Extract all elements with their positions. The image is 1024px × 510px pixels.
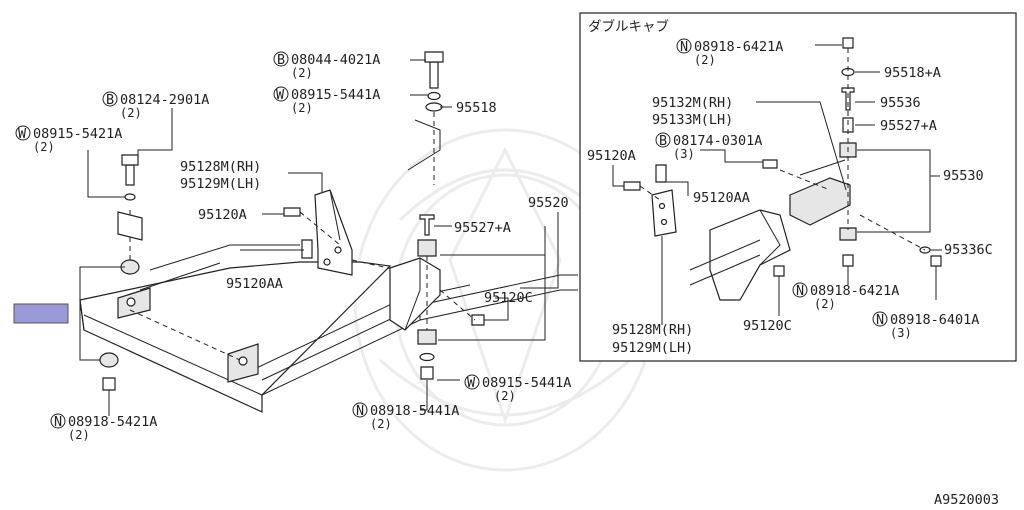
washer-08915-5421 bbox=[124, 193, 136, 201]
cushion-lower-left bbox=[99, 352, 119, 368]
frame-assembly bbox=[79, 210, 578, 413]
label-n-08918-5441: 08918-5441A bbox=[370, 403, 459, 419]
label-b-08124: 08124-2901A bbox=[120, 92, 209, 108]
label-95120A: 95120A bbox=[198, 207, 247, 223]
leader-lines bbox=[87, 44, 942, 416]
cushion-95527-upper bbox=[417, 239, 437, 257]
cushion-95527-lower bbox=[417, 329, 437, 345]
inset-assembly bbox=[623, 37, 942, 301]
label-b-08124-qty: (2) bbox=[120, 106, 142, 120]
bolt-95120AA bbox=[301, 239, 313, 259]
label-w-08915-top: 08915-5441A bbox=[291, 87, 380, 103]
label-in-n-6421-bot-prefix: N bbox=[796, 283, 804, 299]
label-in-95527A: 95527+A bbox=[880, 118, 937, 134]
label-n-08918-5441-qty: (2) bbox=[370, 417, 392, 431]
bolt-95527 bbox=[419, 214, 435, 236]
label-95527A: 95527+A bbox=[454, 220, 511, 236]
label-w-08915-bottom-prefix: W bbox=[467, 375, 476, 391]
label-in-n-6421-bot-qty: (2) bbox=[814, 297, 836, 311]
label-in-n-6401-qty: (3) bbox=[890, 326, 912, 340]
diagram-id: A9520003 bbox=[934, 492, 999, 508]
inset-nut-top bbox=[842, 37, 854, 49]
part-labels: B 08044-4021A (2) W 08915-5441A (2) 9551… bbox=[15, 38, 999, 508]
inset-box bbox=[579, 12, 1017, 362]
upper-bolt-stack bbox=[407, 51, 444, 185]
inset-bolt-95120AA bbox=[655, 164, 667, 183]
label-n-08918-5421-prefix: N bbox=[54, 414, 62, 430]
label-in-95530: 95530 bbox=[943, 168, 984, 184]
label-w-08915-5421-prefix: W bbox=[18, 126, 27, 142]
label-in-n-6401-prefix: N bbox=[876, 312, 884, 328]
inset-body-bracket bbox=[789, 177, 851, 226]
label-95518: 95518 bbox=[456, 100, 497, 116]
bolt-08044 bbox=[429, 61, 439, 89]
label-b-08044: 08044-4021A bbox=[291, 52, 380, 68]
label-in-95129: 95129M(LH) bbox=[612, 340, 693, 356]
label-w-08915-bottom-qty: (2) bbox=[494, 389, 516, 403]
washer-95518 bbox=[425, 102, 443, 112]
inset-bolt-08174 bbox=[762, 159, 778, 169]
label-in-n-6421-bot: 08918-6421A bbox=[810, 283, 899, 299]
left-mount-stack bbox=[79, 154, 143, 391]
inset-cushion-lower bbox=[839, 227, 857, 241]
label-in-95336C: 95336C bbox=[944, 242, 993, 258]
label-b-08044-qty: (2) bbox=[291, 66, 313, 80]
label-in-n-6401: 08918-6401A bbox=[890, 312, 979, 328]
label-in-95128: 95128M(RH) bbox=[612, 322, 693, 338]
label-b-08124-prefix: B bbox=[106, 92, 114, 108]
inset-bolt-95536 bbox=[841, 87, 855, 111]
label-w-08915-top-qty: (2) bbox=[291, 101, 313, 115]
label-in-b-08174-qty: (3) bbox=[673, 147, 695, 161]
label-b-08044-prefix: B bbox=[277, 52, 285, 68]
inset-bolt-95120A bbox=[623, 181, 641, 191]
nut-95120C bbox=[471, 314, 485, 326]
front-crossmember bbox=[79, 261, 392, 413]
label-in-95133: 95133M(LH) bbox=[652, 112, 733, 128]
inset-nut-6401 bbox=[930, 255, 942, 267]
label-w-08915-top-prefix: W bbox=[276, 87, 285, 103]
washer-08915-top bbox=[427, 91, 441, 101]
label-n-08918-5421-qty: (2) bbox=[68, 428, 90, 442]
inset-nut-95120C bbox=[773, 265, 785, 277]
label-95129: 95129M(LH) bbox=[180, 176, 261, 192]
label-in-95120AA: 95120AA bbox=[693, 190, 750, 206]
label-in-b-08174-prefix: B bbox=[659, 133, 667, 149]
label-in-n-6421-top-qty: (2) bbox=[694, 53, 716, 67]
label-n-08918-5421: 08918-5421A bbox=[68, 414, 157, 430]
body-mount-95520 bbox=[389, 214, 485, 380]
nut-08918-5421 bbox=[102, 377, 116, 391]
label-in-b-08174: 08174-0301A bbox=[673, 133, 762, 149]
label-95120C: 95120C bbox=[484, 290, 533, 306]
label-95120AA: 95120AA bbox=[226, 276, 283, 292]
bolt-95120A bbox=[283, 207, 301, 217]
bolt-08124 bbox=[125, 164, 135, 186]
label-n-08918-5441-prefix: N bbox=[356, 403, 364, 419]
inset-title: ダブルキャブ bbox=[588, 18, 669, 35]
nut-08918-5441 bbox=[420, 366, 434, 380]
label-w-08915-bottom: 08915-5441A bbox=[482, 375, 571, 391]
label-in-95536: 95536 bbox=[880, 95, 921, 111]
label-in-95120C: 95120C bbox=[743, 318, 792, 334]
label-w-08915-5421-qty: (2) bbox=[33, 140, 55, 154]
washer-08915-bottom bbox=[419, 352, 435, 362]
label-in-n-6421-top: 08918-6421A bbox=[694, 39, 783, 55]
inset-nut-lower bbox=[842, 254, 854, 267]
label-95520: 95520 bbox=[528, 195, 569, 211]
label-in-95120A: 95120A bbox=[587, 148, 636, 164]
right-side-rail bbox=[261, 289, 578, 396]
label-in-95518A: 95518+A bbox=[884, 65, 941, 81]
highlight-marker bbox=[13, 303, 69, 324]
inset-bracket-95128 bbox=[651, 189, 677, 237]
label-in-95132: 95132M(RH) bbox=[652, 95, 733, 111]
label-95128: 95128M(RH) bbox=[180, 159, 261, 175]
left-side-rail bbox=[149, 244, 300, 271]
label-w-08915-5421: 08915-5421A bbox=[33, 126, 122, 142]
label-in-n-6421-top-prefix: N bbox=[680, 39, 688, 55]
